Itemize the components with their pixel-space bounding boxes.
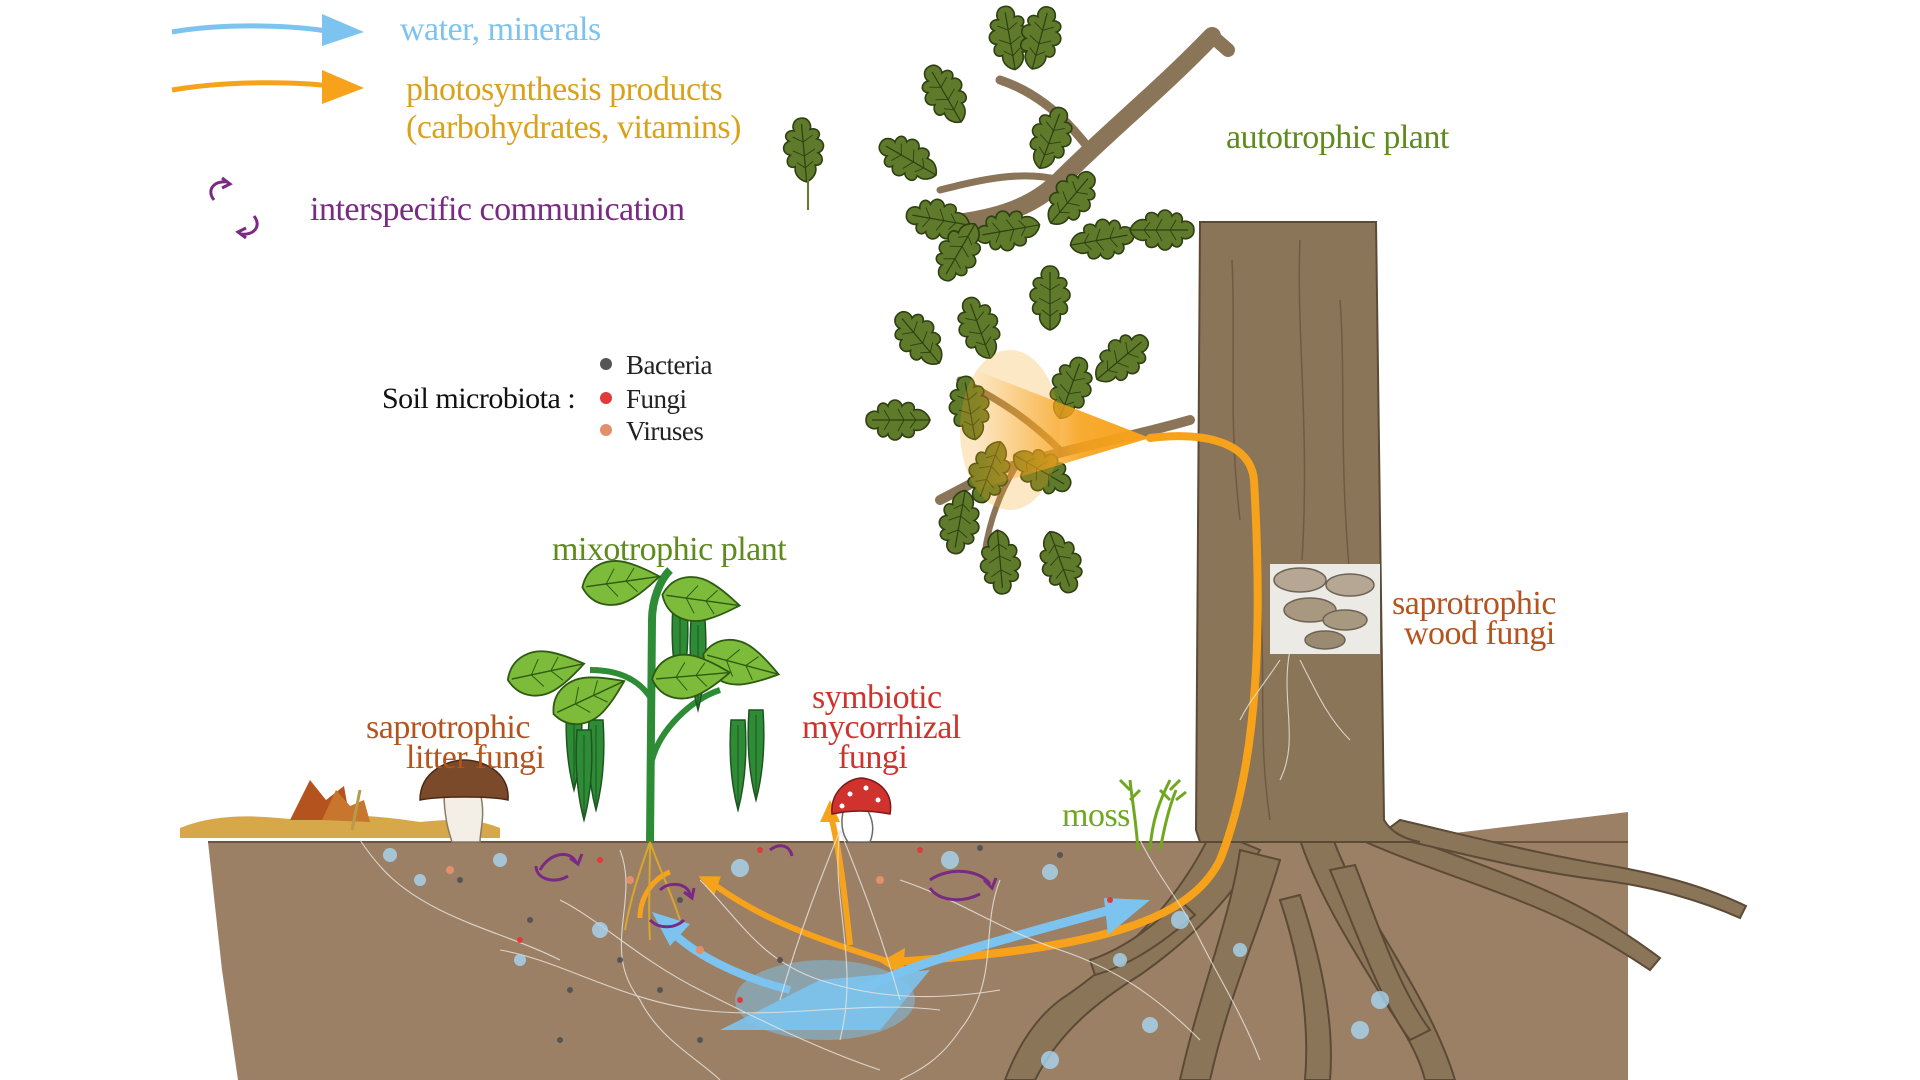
photosynthesis-flow	[637, 350, 1262, 976]
litter-fungi-label-1: saprotrophic	[366, 709, 530, 746]
legend-photo-label-1: photosynthesis products	[406, 71, 722, 108]
water-flow	[652, 898, 1150, 1040]
mixotrophic-roots	[624, 841, 681, 941]
legend-communication-icon	[209, 176, 259, 240]
virus-dot	[600, 424, 612, 436]
fungi-dot	[600, 392, 612, 404]
moss	[1118, 778, 1187, 851]
symbiotic-label-3: fungi	[838, 739, 907, 776]
legend-water-label: water, minerals	[400, 11, 601, 48]
symbiotic-label-2: mycorrhizal	[802, 709, 961, 746]
leaf-litter	[180, 780, 500, 838]
microbiota-fungi: Fungi	[626, 384, 687, 414]
microbiota-bacteria: Bacteria	[626, 350, 712, 380]
wood-fungi	[1270, 564, 1380, 654]
autotrophic-plant-label: autotrophic plant	[1226, 119, 1450, 156]
legend-photo-arrow	[171, 70, 364, 104]
moss-label: moss	[1062, 797, 1130, 834]
legend-communication-label: interspecific communication	[310, 191, 685, 228]
symbiotic-label-1: symbiotic	[812, 679, 942, 716]
microbiota-viruses: Viruses	[626, 416, 703, 446]
bacteria-dot	[600, 358, 612, 370]
mixotrophic-plant-label: mixotrophic plant	[552, 531, 787, 568]
wood-fungi-label-2: wood fungi	[1404, 615, 1555, 652]
microbiota-title: Soil microbiota :	[382, 382, 575, 415]
legend-water-arrow	[171, 14, 364, 46]
mixotrophic-plant	[502, 553, 786, 843]
oak-leaves	[780, 1, 1195, 600]
tree-trunk	[1194, 221, 1421, 843]
legend-photo-label-2: (carbohydrates, vitamins)	[406, 109, 741, 146]
litter-mushroom	[419, 759, 509, 843]
mycorrhizal-mushroom	[831, 777, 892, 843]
litter-fungi-label-2: litter fungi	[406, 739, 545, 776]
wood-fungi-label-1: saprotrophic	[1392, 585, 1556, 622]
soil-microbes	[383, 845, 1389, 1069]
communication-arrows	[534, 844, 998, 929]
